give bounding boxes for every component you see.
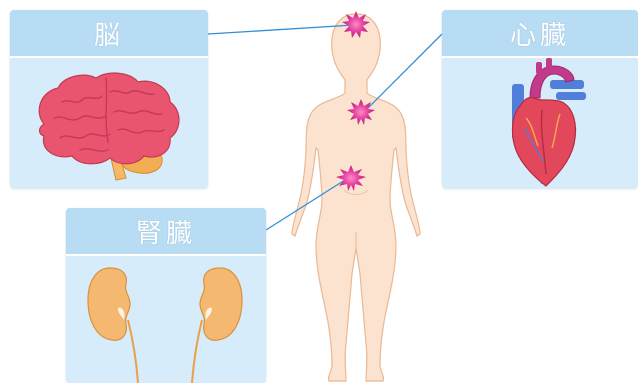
kidneys-illustration (66, 256, 266, 383)
abdomen-burst-marker (336, 165, 366, 191)
brain-card: 脳 (10, 10, 208, 188)
heart-card-body (442, 58, 638, 188)
brain-connector-line (208, 25, 354, 34)
kidney-card-body (66, 256, 266, 383)
heart-card-title: 心臓 (442, 10, 638, 58)
head-burst-marker (342, 11, 370, 38)
kidney-card-title: 腎臓 (66, 208, 266, 256)
heart-connector-line (364, 34, 442, 112)
kidney-card: 腎臓 (66, 208, 266, 383)
kidney-connector-line (266, 178, 348, 230)
brain-card-body (10, 58, 208, 188)
brain-illustration (10, 58, 208, 188)
chest-burst-marker (347, 99, 375, 125)
heart-card: 心臓 (442, 10, 638, 188)
heart-illustration (442, 58, 638, 188)
brain-card-title: 脳 (10, 10, 208, 58)
